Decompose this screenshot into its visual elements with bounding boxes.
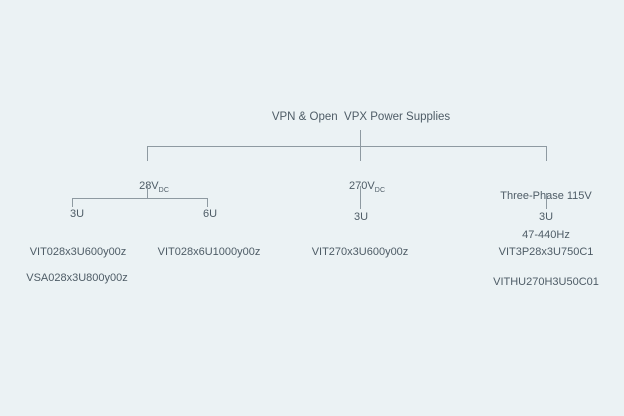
branch-voltage-subscript: DC (374, 187, 386, 194)
form-factor-label-three-phase-3u: 3U (538, 211, 554, 223)
branch-voltage: 270V (349, 180, 375, 192)
connector-6u-drop (207, 198, 208, 207)
connector-3u-left-drop (72, 198, 73, 207)
connector-28v-drop (147, 186, 148, 198)
branch-label-28vdc: 28VDC (127, 167, 169, 210)
branch-voltage-subscript: DC (158, 187, 170, 194)
connector-branch3-drop (546, 146, 547, 161)
connector-28v-rail (72, 198, 207, 199)
product-part-number: VIT028x6U1000y00z (157, 246, 261, 258)
branch-label-line1: Three-Phase 115V (500, 190, 592, 202)
product-part-number: VIT270x3U600y00z (311, 246, 409, 258)
form-factor-label-270v-3u: 3U (353, 211, 369, 223)
branch-label-line2: 47-440Hz (522, 229, 570, 241)
form-factor-label-28v-6u: 6U (202, 208, 218, 220)
form-factor-label-28v-3u: 3U (69, 208, 85, 220)
product-part-number: VIT028x3U600y00z (29, 246, 127, 258)
product-part-number: VIT3P28x3U750C1 (498, 246, 594, 258)
connector-main-rail (147, 146, 547, 147)
connector-270v-drop (360, 186, 361, 209)
diagram-title: VPN & Open VPX Power Supplies (271, 111, 451, 123)
branch-voltage: 28V (139, 180, 159, 192)
connector-three-phase-drop (546, 193, 547, 209)
branch-label-three-phase: Three-Phase 115V 47-440Hz (500, 164, 592, 268)
branch-label-270vdc: 270VDC (337, 167, 385, 210)
product-part-number: VITHU270H3U50C01 (493, 276, 599, 288)
product-part-number: VSA028x3U800y00z (26, 272, 128, 284)
connector-branch2-drop (360, 146, 361, 161)
connector-root-drop (360, 130, 361, 146)
connector-branch1-drop (147, 146, 148, 161)
